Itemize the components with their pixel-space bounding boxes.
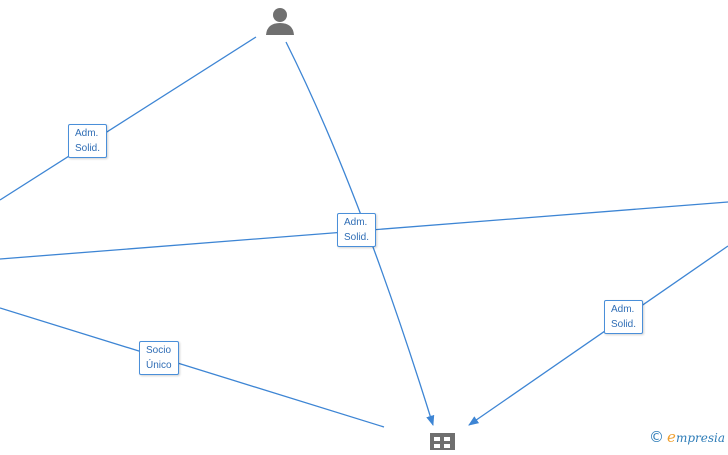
- edge-label-socio-unico[interactable]: Socio Único: [139, 341, 179, 375]
- edge-label-line1: Adm.: [75, 128, 99, 139]
- empresia-watermark: © empresia: [649, 428, 725, 446]
- edge-left-company: [0, 307, 385, 428]
- edge-label-line2: Único: [146, 360, 172, 371]
- edge-label-adm-solid-3[interactable]: Adm. Solid.: [604, 300, 644, 334]
- edge-person-company: [285, 41, 435, 426]
- edge-label-line2: Solid.: [611, 319, 637, 330]
- edge-label-line1: Adm.: [344, 217, 368, 228]
- edge-label-line1: Socio: [146, 345, 172, 356]
- brand-logo: empresia: [667, 428, 725, 446]
- copyright-symbol: ©: [649, 428, 665, 446]
- edge-label-adm-solid-1[interactable]: Adm. Solid.: [68, 124, 108, 158]
- person-icon[interactable]: [264, 6, 296, 36]
- edge-label-adm-solid-2[interactable]: Adm. Solid.: [337, 213, 377, 247]
- edge-label-line1: Adm.: [611, 304, 635, 315]
- building-icon[interactable]: [430, 433, 455, 450]
- edge-right-company: [468, 245, 728, 426]
- edge-person-left: [0, 36, 257, 201]
- edge-label-line2: Solid.: [75, 143, 101, 154]
- edge-label-line2: Solid.: [344, 232, 370, 243]
